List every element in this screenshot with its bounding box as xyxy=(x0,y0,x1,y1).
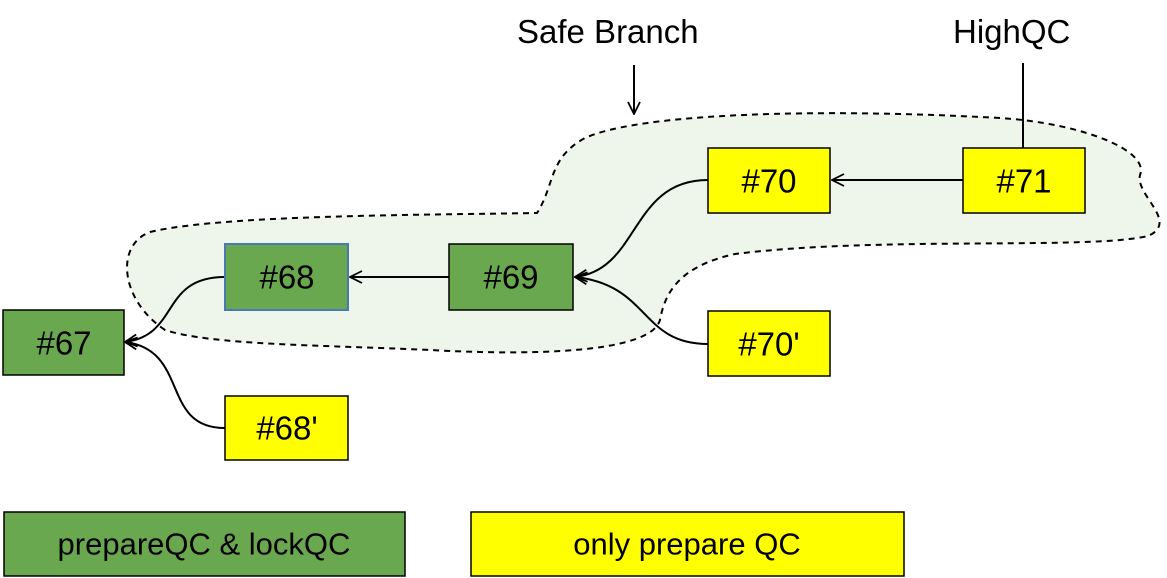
edge-70-to-69 xyxy=(575,179,709,277)
block-69-label: #69 xyxy=(483,259,538,296)
edge-68p-to-67 xyxy=(125,342,226,429)
edge-68-to-67 xyxy=(125,276,226,342)
block-68-label: #68 xyxy=(259,259,314,296)
block-67: #67 xyxy=(2,309,125,376)
legend-yellow: only prepare QC xyxy=(470,511,905,577)
block-70-prime: #70' xyxy=(707,310,831,377)
block-71: #71 xyxy=(962,147,1086,214)
block-68-prime-label: #68' xyxy=(256,410,317,447)
block-71-label: #71 xyxy=(996,163,1051,200)
block-70: #70 xyxy=(707,147,831,214)
legend-green-label: prepareQC & lockQC xyxy=(58,527,351,562)
legend-green: prepareQC & lockQC xyxy=(3,511,406,577)
safe-branch-label: Safe Branch xyxy=(517,13,699,50)
edge-70p-to-69 xyxy=(575,277,709,345)
legend-yellow-label: only prepare QC xyxy=(573,527,800,562)
safe-branch-region xyxy=(126,112,1161,354)
block-68-prime: #68' xyxy=(224,395,349,461)
block-68: #68 xyxy=(224,243,349,311)
block-67-label: #67 xyxy=(36,325,91,362)
block-70-prime-label: #70' xyxy=(738,326,799,363)
block-70-label: #70 xyxy=(741,163,796,200)
highqc-label: HighQC xyxy=(953,13,1070,50)
block-69: #69 xyxy=(448,243,574,311)
